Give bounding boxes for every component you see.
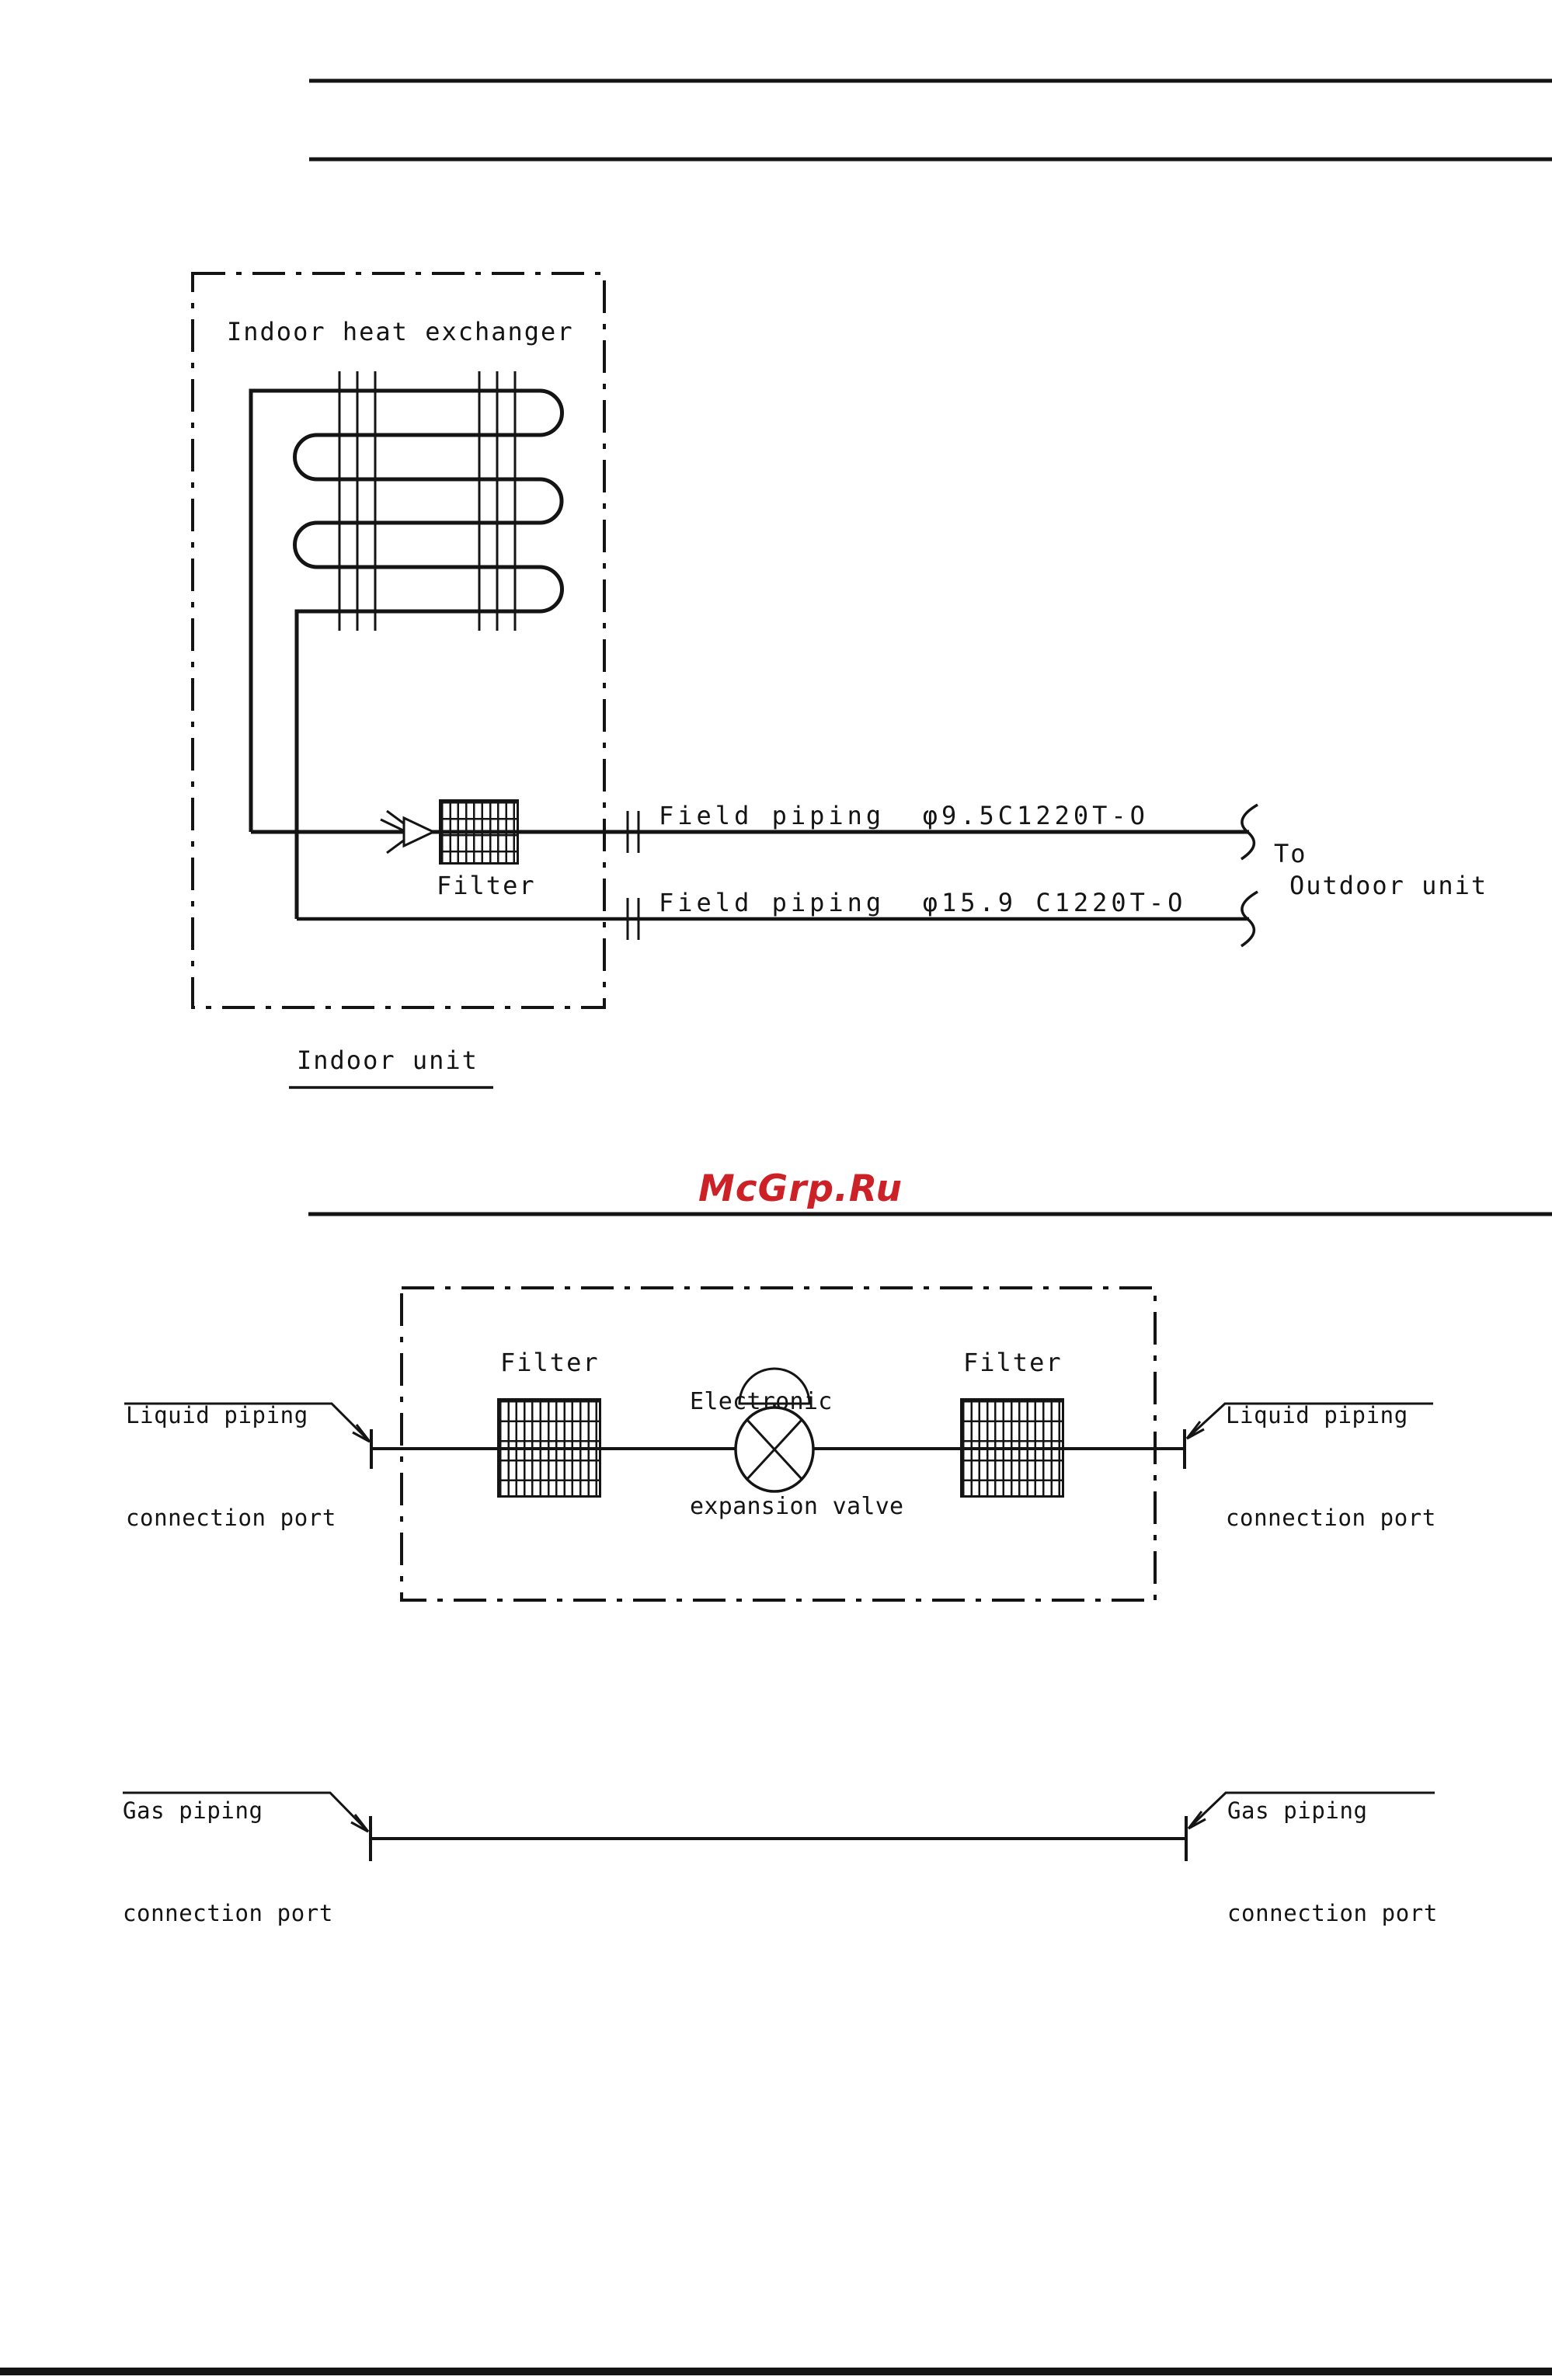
indoor-unit-label: Indoor unit bbox=[297, 1046, 478, 1075]
liquid-port-right-line2: connection port bbox=[1226, 1505, 1436, 1531]
liquid-port-right-line1: Liquid piping bbox=[1226, 1402, 1408, 1428]
liquid-port-left-line1: Liquid piping bbox=[126, 1402, 308, 1428]
liquid-port-left-line2: connection port bbox=[126, 1505, 336, 1531]
indoor-unit-box bbox=[191, 272, 606, 1009]
eev-label: Electronic expansion valve bbox=[690, 1314, 903, 1594]
liquid-port-label-left: Liquid piping connection port bbox=[126, 1330, 336, 1603]
indoor-filter-label: Filter bbox=[437, 871, 536, 900]
gas-port-right-line1: Gas piping bbox=[1227, 1797, 1368, 1824]
gas-port-left-line1: Gas piping bbox=[123, 1797, 263, 1824]
eev-label-line1: Electronic bbox=[690, 1388, 833, 1415]
watermark-text: McGrp.Ru bbox=[698, 1167, 903, 1210]
indoor-heat-exchanger-label: Indoor heat exchanger bbox=[227, 317, 574, 346]
filter-mesh-outdoor-left bbox=[497, 1398, 601, 1498]
gas-field-piping-label: Field piping φ15.9 C1220T-O bbox=[659, 888, 1187, 917]
gas-port-left-line2: connection port bbox=[123, 1900, 333, 1926]
eev-symbol bbox=[734, 1367, 815, 1493]
coil-fins bbox=[338, 371, 517, 631]
filter-mesh-indoor bbox=[439, 799, 519, 865]
gas-port-label-right: Gas piping connection port bbox=[1227, 1725, 1438, 1999]
outdoor-filter-left-label: Filter bbox=[500, 1348, 600, 1377]
outdoor-filter-right-label: Filter bbox=[963, 1348, 1063, 1377]
gas-pipe bbox=[369, 1816, 1188, 1861]
liquid-port-label-right: Liquid piping connection port bbox=[1226, 1330, 1436, 1603]
filter-mesh-outdoor-right bbox=[960, 1398, 1064, 1498]
outdoor-section-box bbox=[400, 1286, 1157, 1602]
flow-arrow-icon bbox=[380, 809, 437, 854]
to-label: To bbox=[1274, 839, 1307, 868]
gas-port-label-left: Gas piping connection port bbox=[123, 1725, 333, 1999]
leader-lines bbox=[123, 1402, 1435, 1833]
header-rules bbox=[309, 78, 1552, 162]
eev-label-line2: expansion valve bbox=[690, 1493, 904, 1520]
liquid-field-piping-label: Field piping φ9.5C1220T-O bbox=[659, 801, 1149, 830]
gas-port-right-line2: connection port bbox=[1227, 1900, 1438, 1926]
pipe-joint-ticks bbox=[626, 811, 640, 940]
outdoor-unit-label: Outdoor unit bbox=[1289, 871, 1488, 900]
pipe-break-symbols bbox=[1241, 803, 1258, 948]
heat-exchanger-coil bbox=[249, 388, 564, 919]
